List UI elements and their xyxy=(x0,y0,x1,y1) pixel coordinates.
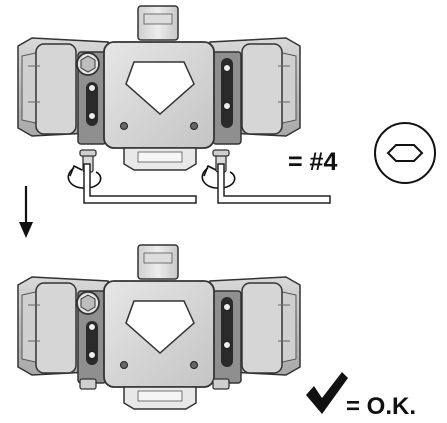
hex-key-left-icon xyxy=(83,163,197,204)
bottom-mount-illustration xyxy=(17,244,301,410)
hex-size-label: = #4 xyxy=(288,148,337,176)
top-mount-illustration xyxy=(17,5,301,173)
checkmark-icon xyxy=(306,372,348,414)
down-arrow-icon xyxy=(19,186,33,238)
hex-key-right-icon xyxy=(217,163,331,204)
hex-socket-icon xyxy=(374,122,436,184)
right-screw-tight-icon xyxy=(212,378,230,390)
left-screw-tight-icon xyxy=(79,378,97,390)
ok-label: = O.K. xyxy=(346,393,416,420)
